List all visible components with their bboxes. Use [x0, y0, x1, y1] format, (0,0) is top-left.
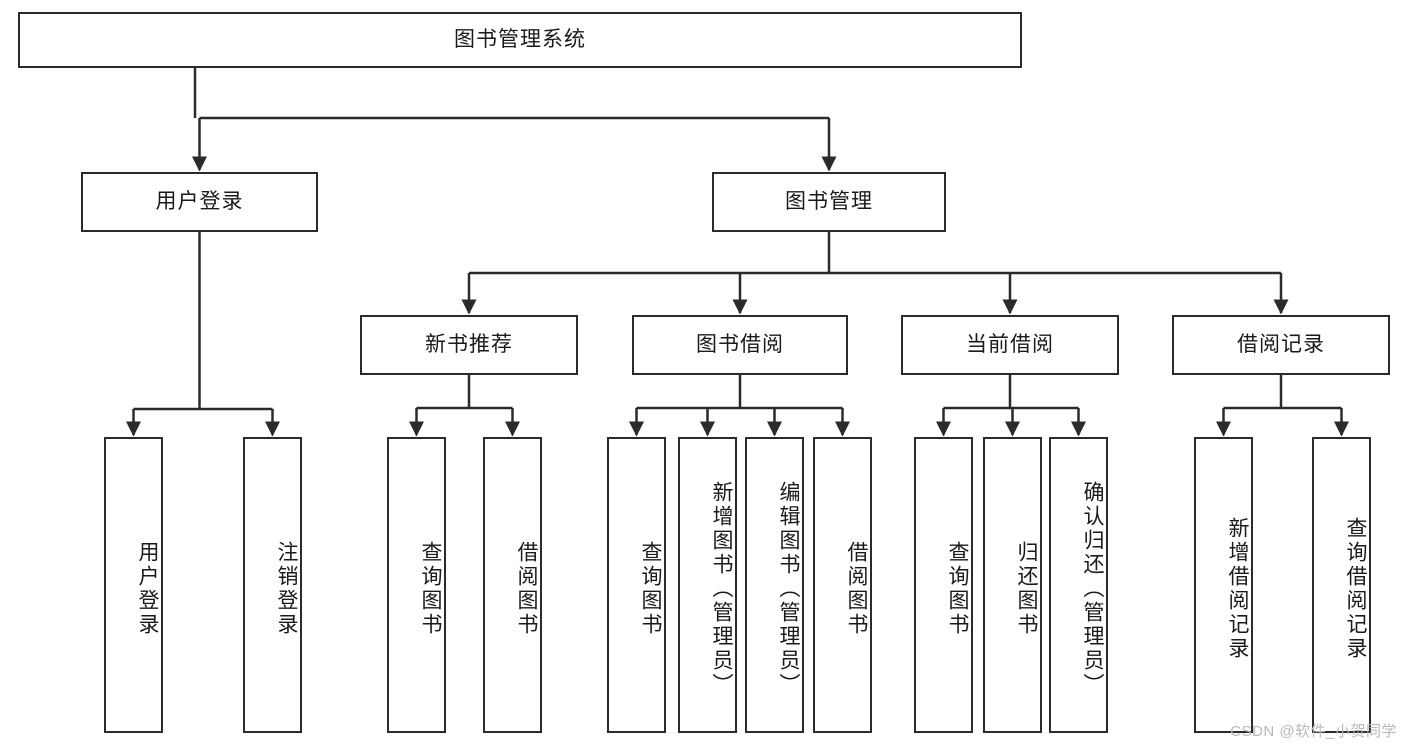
node-leaf-query-book-current[interactable]: 查询图书	[914, 437, 973, 733]
node-label: 查询图书	[946, 541, 969, 637]
node-label: 注销登录	[275, 541, 298, 637]
node-label: 归还图书	[1015, 541, 1038, 637]
node-label: 新增借阅记录	[1226, 517, 1249, 661]
node-label: 查询图书	[419, 541, 442, 637]
node-borrow-record[interactable]: 借阅记录	[1172, 315, 1390, 375]
node-leaf-query-borrow-record[interactable]: 查询借阅记录	[1312, 437, 1371, 733]
node-label: 新书推荐	[425, 333, 513, 357]
node-label: 图书管理	[785, 190, 873, 214]
node-label: 借阅图书	[845, 541, 868, 637]
node-label: 确认归还（管理员）	[1081, 481, 1104, 697]
node-leaf-user-login[interactable]: 用户登录	[104, 437, 163, 733]
node-label: 编辑图书（管理员）	[777, 481, 800, 697]
node-label: 查询借阅记录	[1344, 517, 1367, 661]
node-leaf-borrow-book[interactable]: 借阅图书	[813, 437, 872, 733]
node-label: 借阅记录	[1237, 333, 1325, 357]
node-label: 图书管理系统	[454, 28, 586, 52]
node-leaf-add-book-admin[interactable]: 新增图书（管理员）	[678, 437, 737, 733]
csdn-watermark: CSDN @软件_小贺同学	[1230, 723, 1397, 740]
node-label: 新增图书（管理员）	[710, 481, 733, 697]
node-leaf-query-book-rec[interactable]: 查询图书	[387, 437, 446, 733]
node-label: 当前借阅	[966, 333, 1054, 357]
node-label: 用户登录	[155, 190, 244, 214]
node-leaf-user-logout[interactable]: 注销登录	[243, 437, 302, 733]
node-user-login[interactable]: 用户登录	[81, 172, 318, 232]
node-leaf-return-book[interactable]: 归还图书	[983, 437, 1042, 733]
node-book-borrow[interactable]: 图书借阅	[632, 315, 848, 375]
node-leaf-confirm-return-admin[interactable]: 确认归还（管理员）	[1049, 437, 1108, 733]
node-leaf-query-book-borrow[interactable]: 查询图书	[607, 437, 666, 733]
node-leaf-add-borrow-record[interactable]: 新增借阅记录	[1194, 437, 1253, 733]
node-new-book-rec[interactable]: 新书推荐	[360, 315, 578, 375]
node-label: 借阅图书	[515, 541, 538, 637]
node-label: 图书借阅	[696, 333, 784, 357]
node-label: 查询图书	[639, 541, 662, 637]
node-leaf-borrow-book-rec[interactable]: 借阅图书	[483, 437, 542, 733]
node-leaf-edit-book-admin[interactable]: 编辑图书（管理员）	[745, 437, 804, 733]
node-book-manage[interactable]: 图书管理	[712, 172, 946, 232]
node-label: 用户登录	[136, 541, 159, 637]
node-current-borrow[interactable]: 当前借阅	[901, 315, 1119, 375]
node-root[interactable]: 图书管理系统	[18, 12, 1022, 68]
